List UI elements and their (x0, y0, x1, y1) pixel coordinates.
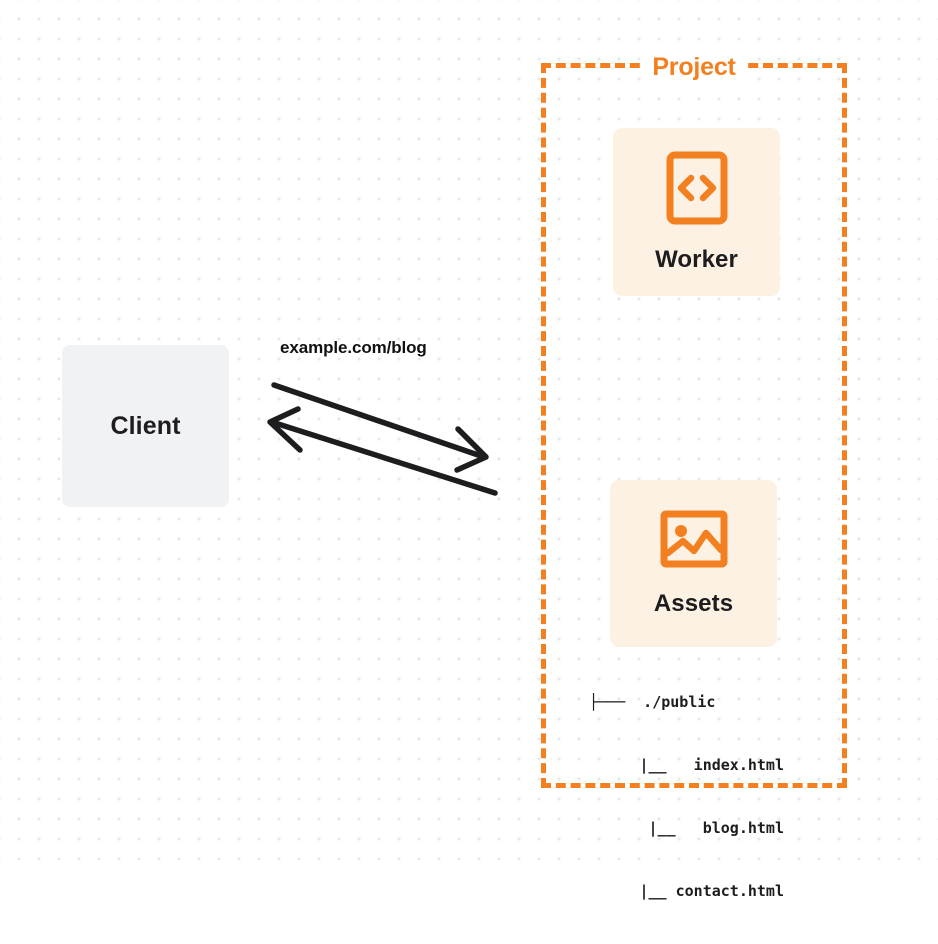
code-brackets-icon (666, 151, 728, 230)
request-url-label: example.com/blog (280, 338, 427, 357)
tree-row-contact: |__ contact.html (639, 882, 785, 900)
asset-file-tree: ├─── ./public |__ index.html |__ blog.ht… (589, 650, 784, 944)
assets-card[interactable]: Assets (610, 480, 777, 647)
client-node: Client (62, 345, 229, 507)
tree-row-blog: |__ blog.html (648, 819, 784, 837)
image-icon (660, 509, 728, 574)
tree-row-index: |__ index.html (639, 756, 785, 774)
project-container: Project (541, 52, 847, 788)
project-title: Project (643, 52, 745, 82)
worker-card[interactable]: Worker (613, 128, 780, 296)
response-arrow (267, 406, 498, 496)
worker-label: Worker (655, 245, 738, 273)
tree-row-root: ├─── ./public (589, 693, 716, 711)
diagram-canvas: Client example.com/blog Project Worker (0, 0, 938, 900)
client-label: Client (110, 411, 181, 440)
assets-label: Assets (653, 590, 734, 617)
request-arrow (271, 382, 489, 473)
